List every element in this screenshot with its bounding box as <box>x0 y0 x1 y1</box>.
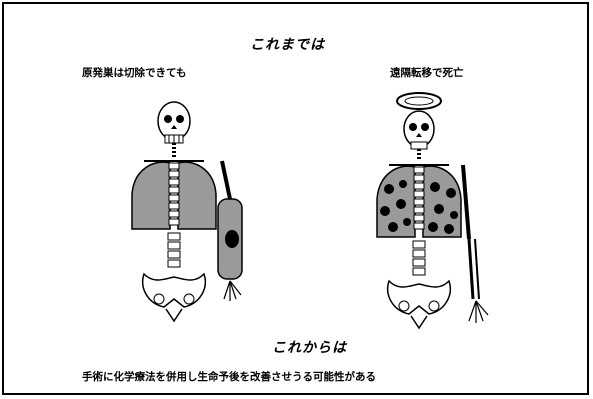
resected-tumor-icon <box>218 199 242 279</box>
heading-before: これまでは <box>250 34 325 54</box>
pelvis-icon <box>388 281 451 328</box>
caption-metastasis-death: 遠隔転移で死亡 <box>390 65 464 80</box>
heading-after: これからは <box>272 337 347 357</box>
skull-icon <box>158 102 190 143</box>
slide-frame: これまでは 原発巣は切除できても 遠隔転移で死亡 <box>2 2 589 395</box>
caption-chemotherapy-prognosis: 手術に化学療法を併用し生命予後を改善させうる可能性がある <box>82 369 376 384</box>
arm-bone-icon <box>463 165 488 323</box>
pelvis-icon <box>143 274 206 321</box>
skull-icon <box>404 111 434 149</box>
halo-icon <box>397 93 441 109</box>
caption-primary-resectable: 原発巣は切除できても <box>82 65 186 80</box>
skeleton-primary-tumor-figure <box>114 99 264 339</box>
skeleton-metastasis-figure <box>359 89 509 339</box>
